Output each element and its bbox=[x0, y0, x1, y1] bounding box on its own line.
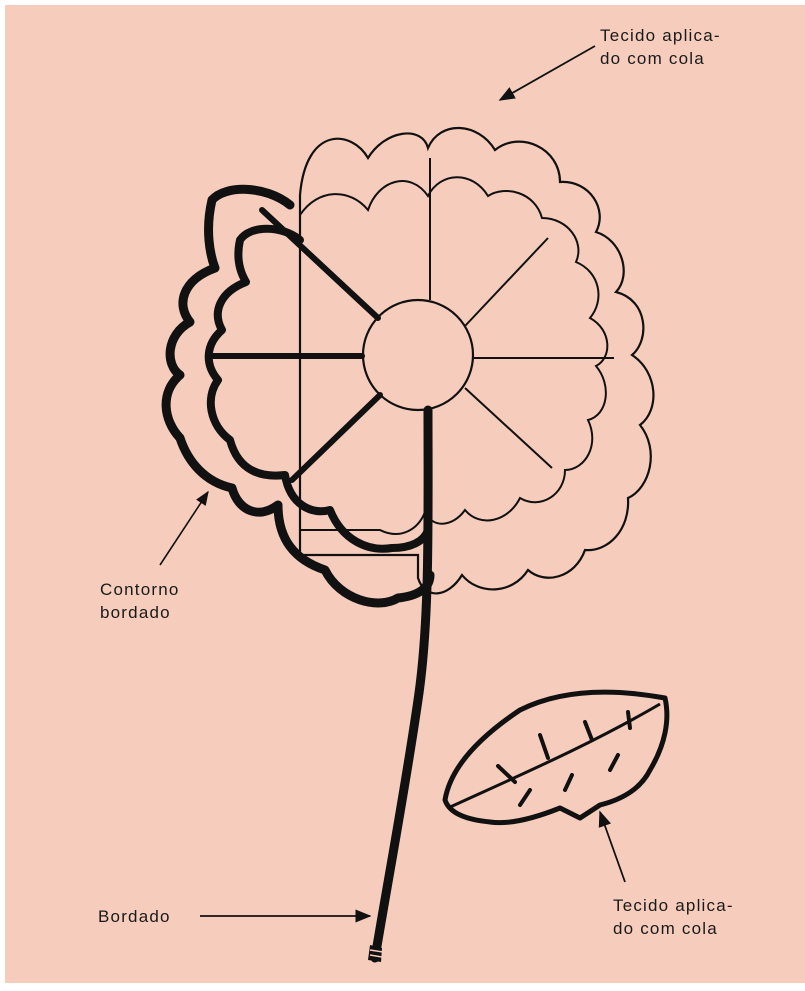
label-embroidery: Bordado bbox=[98, 905, 171, 928]
label-leaf-applique: Tecido aplica- do com cola bbox=[613, 894, 734, 940]
label-leaf-line1: Tecido aplica- bbox=[613, 894, 734, 917]
label-left-line1: Contorno bbox=[100, 578, 180, 601]
stem-tip bbox=[368, 945, 382, 962]
label-embroidered-contour: Contorno bordado bbox=[100, 578, 180, 624]
label-top-applique: Tecido aplica- do com cola bbox=[600, 24, 721, 70]
background-panel bbox=[5, 5, 805, 983]
label-top-line1: Tecido aplica- bbox=[600, 24, 721, 47]
label-top-line2: do com cola bbox=[600, 47, 721, 70]
label-left-line2: bordado bbox=[100, 601, 180, 624]
label-leaf-line2: do com cola bbox=[613, 917, 734, 940]
